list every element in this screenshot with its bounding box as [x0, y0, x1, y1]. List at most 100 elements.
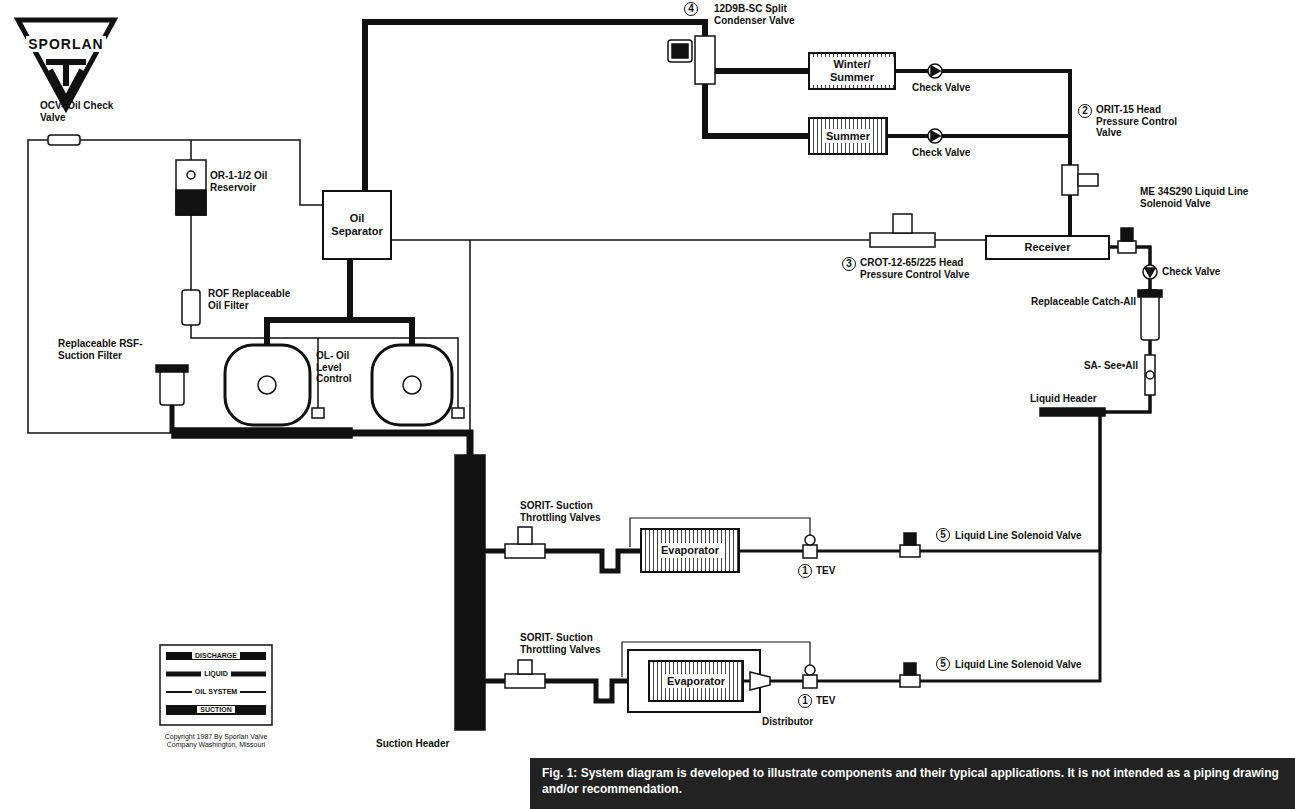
callout-number: 4: [684, 2, 698, 16]
legend-row: OIL SYSTEM: [160, 687, 272, 696]
valve-label: OCV- Oil Check Valve: [40, 100, 135, 123]
valve-label: ME 34S290 Liquid Line Solenoid Valve: [1140, 186, 1280, 209]
check-valve: [928, 129, 942, 143]
solenoid-valve: [900, 545, 920, 557]
oil-level-control: [312, 408, 324, 418]
valve-label: Check Valve: [1162, 266, 1252, 278]
suction-header-bar: [455, 455, 485, 730]
suction-pipe: [352, 433, 470, 455]
liquid-header-bar: [1040, 408, 1105, 416]
valve-label: Liquid Line Solenoid Valve: [955, 530, 1115, 542]
part-label: Liquid Header: [1030, 393, 1110, 405]
discharge-pipe: [267, 260, 412, 345]
crot-valve: [870, 233, 935, 247]
copyright-note: Copyright 1987 By Sporlan Valve Company …: [158, 733, 274, 750]
valve-label: Liquid Line Solenoid Valve: [955, 659, 1115, 671]
sorit-valve: [518, 660, 532, 674]
legend-sample: [166, 652, 266, 660]
legend-row: DISCHARGE: [160, 651, 272, 660]
tev-valve: [805, 665, 815, 675]
legend-text: OIL SYSTEM: [192, 688, 240, 695]
part-label: Replaceable RSF- Suction Filter: [58, 338, 158, 361]
tev-valve: [803, 675, 817, 688]
oil-line: [28, 140, 458, 433]
orit-valve: [1078, 174, 1098, 186]
oil-check-valve: [48, 135, 80, 145]
legend-box: [160, 645, 272, 725]
check-valve: [931, 66, 940, 76]
check-valve: [931, 131, 940, 141]
compressor: [372, 345, 452, 425]
crot-valve: [893, 214, 912, 233]
legend-text: DISCHARGE: [192, 652, 240, 659]
part-label: OL- Oil Level Control: [316, 350, 368, 385]
solenoid-coil: [904, 663, 916, 675]
valve-label: SORIT- Suction Throttling Valves: [520, 632, 616, 655]
solenoid-coil: [1121, 228, 1133, 241]
valve-label: SORIT- Suction Throttling Valves: [520, 500, 616, 523]
suction-manifold: [172, 428, 352, 438]
valve-label: TEV: [816, 565, 856, 577]
valve-label: CROT-12-65/225 Head Pressure Control Val…: [860, 257, 990, 280]
oil-reservoir: [187, 171, 195, 179]
part-label: SA- See•All: [1038, 360, 1138, 372]
valve-label: Check Valve: [912, 147, 992, 159]
sorit-valve: [518, 527, 532, 544]
split-valve-coil: [668, 40, 692, 62]
split-valve-body: [695, 36, 715, 84]
condenser-box: Winter/ Summer: [808, 52, 896, 90]
compressor: [258, 376, 276, 394]
check-valve: [928, 64, 942, 78]
node-text: Oil Separator: [324, 211, 390, 238]
refrigerant-pipe: [365, 22, 808, 190]
oil-reservoir: [176, 160, 206, 215]
suction-filter: [160, 370, 184, 405]
compressor: [403, 376, 421, 394]
figure-caption: Fig. 1: System diagram is developed to i…: [530, 758, 1295, 809]
solenoid-valve: [1118, 241, 1136, 253]
evaporator-coil: Evaporator: [640, 528, 740, 573]
condenser-box: Summer: [808, 117, 888, 155]
node-text: Evaporator: [664, 674, 728, 689]
bulb-line: [622, 518, 810, 677]
refrigerant-pipe: [896, 71, 1070, 235]
refrigerant-pipe: [740, 247, 1150, 551]
solenoid-valve: [900, 675, 920, 687]
tev-valve: [805, 535, 815, 545]
oil-separator: Oil Separator: [322, 190, 392, 260]
catch-all-filter: [1138, 290, 1162, 297]
split-valve-coil: [672, 44, 688, 58]
sight-glass: [1146, 371, 1154, 379]
compressor: [225, 345, 310, 425]
callout-number: 5: [936, 657, 950, 671]
receiver-tank: Receiver: [985, 235, 1110, 260]
suction-filter: [156, 365, 188, 372]
check-valve: [1145, 268, 1155, 277]
callout-number: 3: [842, 257, 856, 271]
part-label: OR-1-1/2 Oil Reservoir: [210, 170, 290, 193]
check-valve: [1143, 265, 1157, 279]
logo-text: SPORLAN: [26, 36, 105, 52]
legend-text: LIQUID: [201, 670, 231, 677]
oil-level-control: [452, 408, 464, 418]
logo-triangle: [18, 20, 114, 108]
distributor: [750, 672, 770, 690]
logo-mark: [46, 62, 86, 100]
legend-text: SUCTION: [197, 706, 235, 713]
callout-number: 1: [798, 694, 812, 708]
legend-row: LIQUID: [160, 669, 272, 678]
sorit-valve: [505, 674, 545, 688]
sorit-valve: [505, 544, 545, 558]
node-text: Summer: [823, 129, 873, 144]
evaporator-coil: Evaporator: [648, 660, 744, 702]
refrigerant-pipe: [888, 136, 1070, 235]
callout-number: 2: [1078, 104, 1092, 118]
refrigerant-pipe: [744, 247, 1150, 681]
oil-reservoir: [176, 190, 206, 215]
legend-row: SUCTION: [160, 705, 272, 714]
node-text: Evaporator: [658, 543, 722, 558]
legend-sample: [166, 705, 266, 715]
part-label: Suction Header: [376, 738, 476, 750]
valve-label: ORIT-15 Head Pressure Control Valve: [1096, 104, 1188, 139]
node-text: Receiver: [1022, 240, 1074, 255]
